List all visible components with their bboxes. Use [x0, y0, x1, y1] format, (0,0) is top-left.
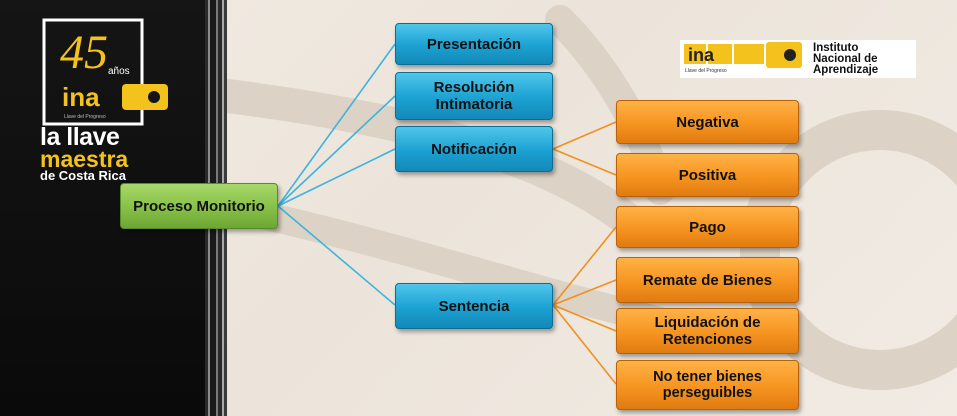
stage-node-resolucion-intimatoria: Resolución Intimatoria — [395, 72, 553, 120]
stage-node-notificacion: Notificación — [395, 126, 553, 172]
outcome-node-negativa: Negativa — [616, 100, 799, 144]
outcome-node-positiva: Positiva — [616, 153, 799, 197]
ina-name-line1: Instituto — [813, 42, 859, 54]
institution-logo: ina Llave del Progreso Instituto Naciona… — [680, 40, 916, 78]
connector-sent-notener — [552, 304, 617, 385]
anniversary-word: años — [108, 66, 130, 77]
sidebar-logo-word: ina — [62, 82, 100, 112]
brand-line-1: la llave — [40, 123, 120, 151]
brand-slogan: la llave maestra de Costa Rica — [40, 125, 180, 183]
ina-key-icon: ina — [684, 42, 802, 68]
anniversary-number: 45 — [60, 26, 108, 79]
ina-name-line3: Aprendizaje — [813, 64, 879, 76]
connector-sent-liquidacion — [552, 304, 617, 332]
ina-logo-word: ina — [688, 45, 715, 65]
leaf-connectors — [552, 121, 617, 385]
connector-sent-pago — [552, 226, 617, 306]
root-node-proceso-monitorio: Proceso Monitorio — [120, 183, 278, 229]
connector-sent-remate — [552, 279, 617, 306]
connector-root-notificacion — [277, 148, 396, 207]
connector-notif-positiva — [552, 148, 617, 176]
connector-notif-negativa — [552, 121, 617, 150]
outcome-node-remate-de-bienes: Remate de Bienes — [616, 257, 799, 303]
stage-node-presentacion: Presentación — [395, 23, 553, 65]
stage-node-sentencia: Sentencia — [395, 283, 553, 329]
ina-name: Instituto Nacional de Aprendizaje — [813, 42, 879, 76]
outcome-node-no-tener-bienes-perseguibles: No tener bienes perseguibles — [616, 360, 799, 410]
connector-root-resolucion — [277, 95, 396, 207]
brand-line-2: maestra — [40, 146, 129, 172]
sidebar-logo-tagline: Llave del Progreso — [64, 114, 106, 120]
root-connectors — [277, 43, 396, 306]
outcome-node-pago: Pago — [616, 206, 799, 248]
connector-root-sentencia — [277, 205, 396, 306]
ina-name-line2: Nacional de — [813, 53, 878, 65]
outcome-node-liquidacion-de-retenciones: Liquidación de Retenciones — [616, 308, 799, 354]
brand-line-3: de Costa Rica — [40, 168, 126, 183]
ina-tagline: Llave del Progreso — [685, 68, 727, 74]
connector-root-presentacion — [277, 43, 396, 207]
anniversary-logo: 45 años ina Llave del Progreso — [42, 18, 168, 126]
